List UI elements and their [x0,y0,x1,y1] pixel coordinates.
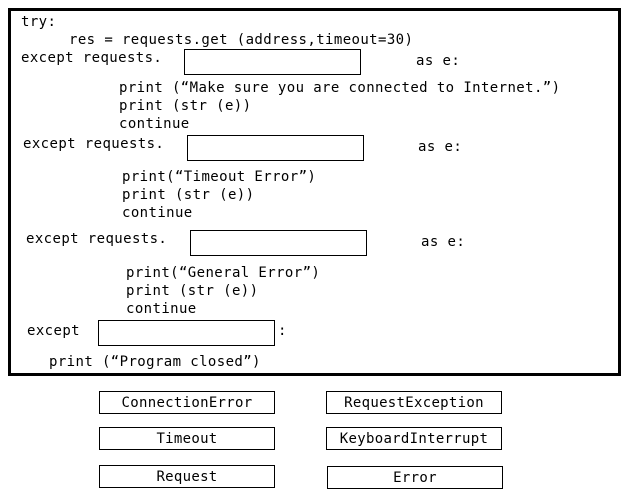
print-timeout-line: print(“Timeout Error”) [122,169,317,185]
answer-slot-1[interactable] [184,49,361,75]
answer-slot-4[interactable] [98,320,275,346]
continue-line-2: continue [122,205,193,221]
option-requestexception[interactable]: RequestException [326,391,502,414]
print-str-e-line-1: print (str (e)) [119,98,252,114]
continue-line-1: continue [119,116,190,132]
option-keyboardinterrupt[interactable]: KeyboardInterrupt [326,427,502,450]
print-str-e-line-3: print (str (e)) [126,283,259,299]
print-str-e-line-2: print (str (e)) [122,187,255,203]
answer-slot-2[interactable] [187,135,364,161]
as-e-label-3: as e: [421,234,466,250]
code-panel: try: res = requests.get (address,timeout… [8,8,621,376]
option-timeout[interactable]: Timeout [99,427,275,450]
option-connectionerror[interactable]: ConnectionError [99,391,275,414]
continue-line-3: continue [126,301,197,317]
try-keyword: try: [21,14,57,30]
print-general-line: print(“General Error”) [126,265,321,281]
requests-get-line: res = requests.get (address,timeout=30) [69,32,414,48]
colon-label: : [278,323,287,339]
except-label-4: except [27,323,80,339]
option-request[interactable]: Request [99,465,275,488]
except-requests-label-2: except requests. [23,136,165,152]
as-e-label-1: as e: [416,53,461,69]
as-e-label-2: as e: [418,139,463,155]
except-requests-label-3: except requests. [26,231,168,247]
answer-slot-3[interactable] [190,230,367,256]
option-error[interactable]: Error [327,466,503,489]
print-connected-line: print (“Make sure you are connected to I… [119,80,561,96]
print-closed-line: print (“Program closed”) [49,354,261,370]
except-requests-label-1: except requests. [21,50,163,66]
